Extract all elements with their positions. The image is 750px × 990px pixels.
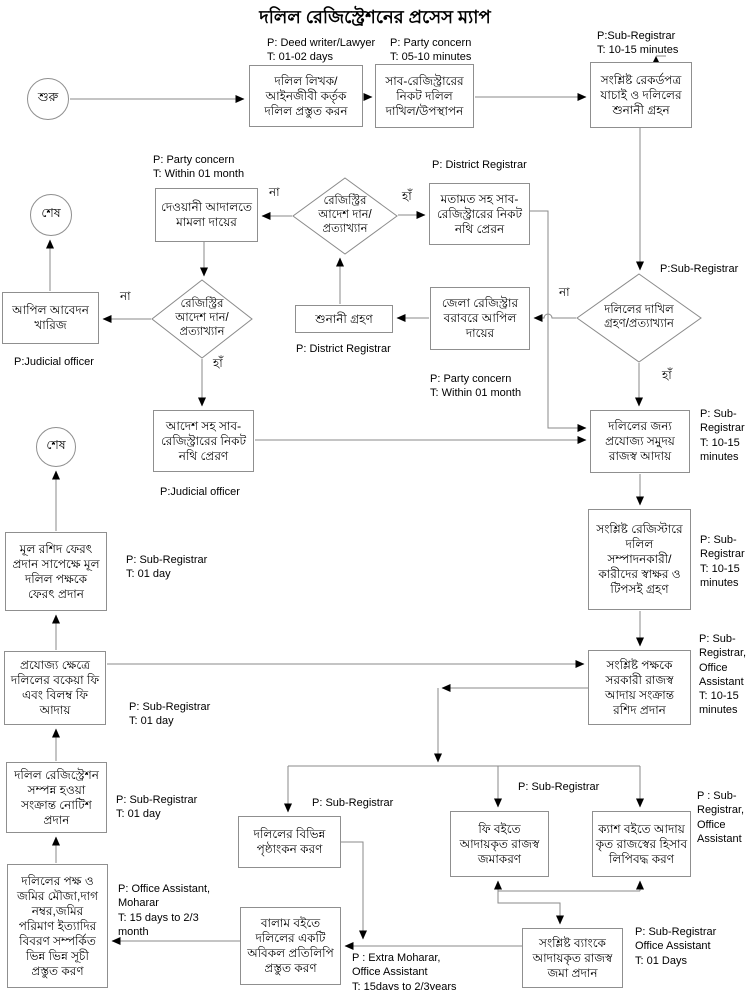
decision-registry-order-2: রেজিস্ট্রির আদেশ দান/ প্রত্যাখ্যান [175,298,229,338]
step-bank-deposit: সংশ্লিষ্ট ব্যাংকে আদায়কৃত রাজস্ব জমা প্… [522,928,623,988]
step-collect-revenue: দলিলের জন্য প্রযোজ্য সমুদয় রাজস্ব আদায় [590,410,690,473]
step-completion-notice: দলিল রেজিস্ট্রেশন সম্পন্ন হওয়া সংক্রান্… [6,762,107,833]
edge-opinion-collect [530,210,587,432]
note-district-appeal: P: Party concern T: Within 01 month [430,373,522,400]
note-civil-suit: P: Party concern T: Within 01 month [153,154,245,181]
step-send-file-opinion: মতামত সহ সাব- রেজিস্ট্রারের নিকট নথি প্র… [429,183,530,245]
note-submit-deed: P: Party concern T: 05-10 minutes [390,37,472,64]
step-prepare-deed: দলিল লিখক/ আইনজীবী কর্তৃক দলিল প্রস্তুত … [249,65,363,127]
step-signatures-thumbprints: সংশ্লিষ্ট রেজিস্টারে দলিল সম্পাদনকারী/ ক… [588,509,691,610]
note-cash-book: P : Sub- Registrar, Office Assistant [697,790,745,845]
label-no-order2: না [120,289,131,303]
step-verify-records: সংশ্লিষ্ট রেকর্ডপত্র যাচাই ও দলিলের শুনা… [590,62,692,128]
decision-accept-reject-shape [576,273,702,363]
label-yes-order2: হাঁ [213,356,223,370]
decision-registry-order-2-shape [151,279,253,359]
step-civil-suit: দেওয়ানী আদালতে মামলা দায়ের [155,188,258,242]
step-district-appeal: জেলা রেজিস্ট্রার বরাবরে আপিল দায়ের [430,287,530,350]
step-balam-copy: বালাম বইতে দলিলের একটি অবিকল প্রতিলিপি প… [240,907,341,985]
note-send-file-opinion: P: District Registrar [432,159,527,171]
step-appeal-dismissed: আপিল আবেদন খারিজ [2,292,99,344]
note-appeal-dismissed: P:Judicial officer [14,356,94,368]
note-return-deed: P: Sub-Registrar T: 01 day [126,554,208,581]
edge-bank-feed [497,891,564,925]
step-issue-receipt: সংশ্লিষ্ট পক্ষকে সরকারী রাজস্ব আদায় সংক… [588,650,691,725]
note-bank-deposit: P: Sub-Registrar Office Assistant T: 01 … [635,926,717,967]
terminal-end-1: শেষ [30,194,72,236]
label-no-accept: না [559,285,570,299]
step-prepare-indexes: দলিলের পক্ষ ও জমির মৌজা,দাগ নম্বর,জমির প… [7,864,108,988]
step-return-original-deed: মূল রশিদ ফেরৎ প্রদান সাপেক্ষে মূল দলিল প… [5,532,107,611]
step-submit-deed: সাব-রেজিস্ট্রারের নিকট দলিল দাখিল/উপস্থা… [375,64,474,128]
note-signatures: P: Sub- Registrar T: 10-15 minutes [700,534,745,589]
note-issue-receipt: P: Sub- Registrar, Office Assistant T: 1… [699,633,747,717]
step-cash-book: ক্যাশ বইতে আদায় কৃত রাজস্বের হিসাব লিপি… [592,811,691,877]
page-title: দলিল রেজিস্ট্রেশনের প্রসেস ম্যাপ [259,7,491,27]
step-endorsements: দলিলের বিভিন্ন পৃষ্ঠাংকন করণ [238,816,341,868]
step-arrear-late-fees: প্রযোজ্য ক্ষেত্রে দলিলের বকেয়া ফি এবং ব… [4,651,106,725]
step-hearing: শুনানী গ্রহণ [295,305,393,333]
note-fee-book: P: Sub-Registrar [518,781,600,793]
note-completion-notice: P: Sub-Registrar T: 01 day [116,794,198,821]
note-collect-revenue: P: Sub- Registrar T: 10-15 minutes [700,408,745,463]
step-send-file-order: আদেশ সহ সাব- রেজিস্ট্রারের নিকট নথি প্রে… [153,410,254,472]
note-endorsements: P: Sub-Registrar [312,797,394,809]
edge-endorsements-elbow [341,841,367,940]
note-prepare-deed: P: Deed writer/Lawyer T: 01-02 days [267,37,376,64]
label-yes-order1: হাঁ [402,189,412,203]
note-balam-copy: P : Extra Moharar, Office Assistant T: 1… [352,952,457,990]
label-no-order1: না [269,185,280,199]
decision-registry-order-1-shape [292,177,398,255]
note-verify-records: P:Sub-Registrar T: 10-15 minutes [597,30,679,57]
terminal-start: শুরু [27,78,69,120]
note-accept-reject: P:Sub-Registrar [660,263,739,275]
decision-accept-reject: দলিলের দাখিল গ্রহণ/প্রত্যাখ্যান [604,304,674,330]
note-indexes: P: Office Assistant, Moharar T: 15 days … [118,883,211,938]
label-yes-accept: হাঁ [662,368,672,382]
note-arrear-fees: P: Sub-Registrar T: 01 day [129,701,211,728]
note-send-file-order: P:Judicial officer [160,486,240,498]
edge-acceptreject-districtappeal-no [533,313,576,322]
note-hearing: P: District Registrar [296,343,391,355]
decision-registry-order-1: রেজিস্ট্রির আদেশ দান/ প্রত্যাখ্যান [318,195,372,235]
step-fee-book: ফি বইতে আদায়কৃত রাজস্ব জমাকরণ [450,811,549,877]
terminal-end-2: শেষ [36,427,76,467]
